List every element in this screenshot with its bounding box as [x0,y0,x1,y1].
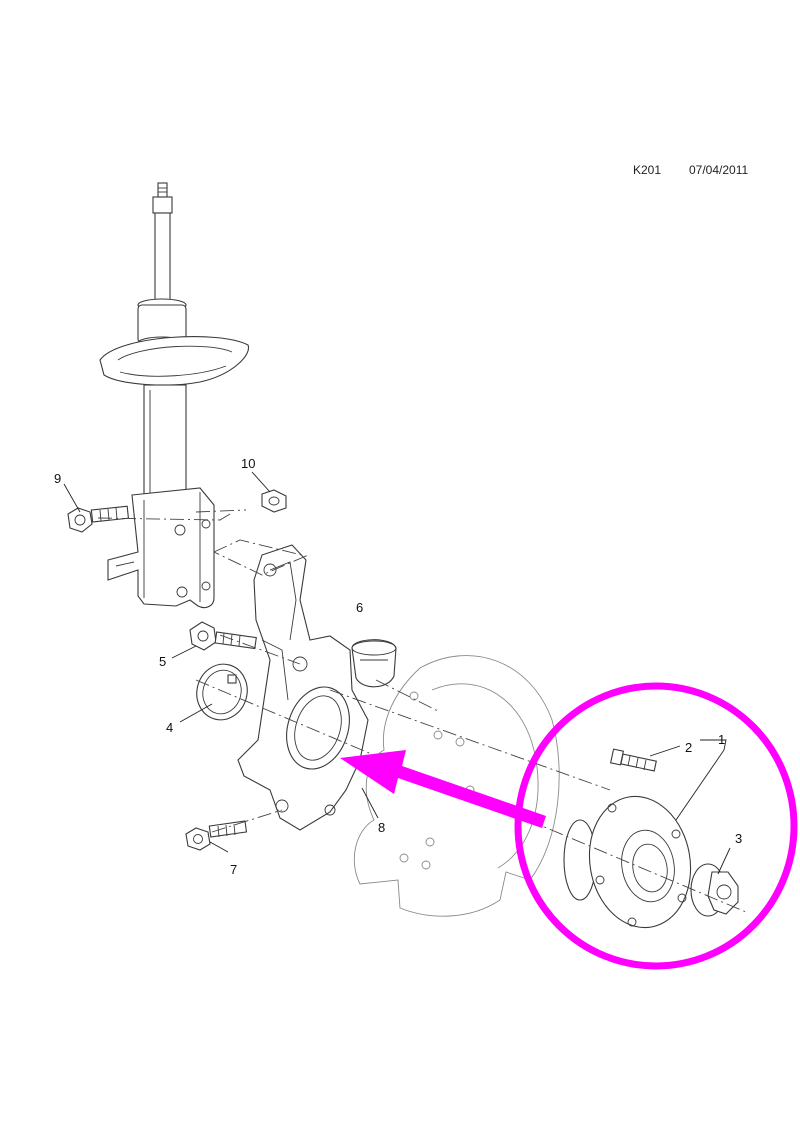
nut-10 [261,489,287,513]
callout-4: 4 [166,720,173,735]
highlight-arrow [340,750,546,828]
diagram-code: K201 [633,163,662,177]
bolt-9 [67,505,130,533]
callout-8: 8 [378,820,385,835]
wheel-hub-1 [563,795,692,929]
callout-7: 7 [230,862,237,877]
callout-2: 2 [685,740,692,755]
wheel-stud-2 [610,748,657,772]
hub-nut-3 [690,863,739,917]
steering-knuckle-6 [237,544,397,831]
highlight-annotation [340,682,798,970]
circlip-4 [196,663,248,721]
callout-9: 9 [54,471,61,486]
callout-3: 3 [735,831,742,846]
callout-10: 10 [241,456,255,471]
callout-5: 5 [159,654,166,669]
bolt-7 [185,820,248,851]
leader-lines [63,471,731,875]
strut-assembly [99,182,250,609]
diagram-date: 07/04/2011 [689,163,749,177]
highlight-circle [514,682,798,970]
callout-1: 1 [718,732,725,747]
callout-6: 6 [356,600,363,615]
